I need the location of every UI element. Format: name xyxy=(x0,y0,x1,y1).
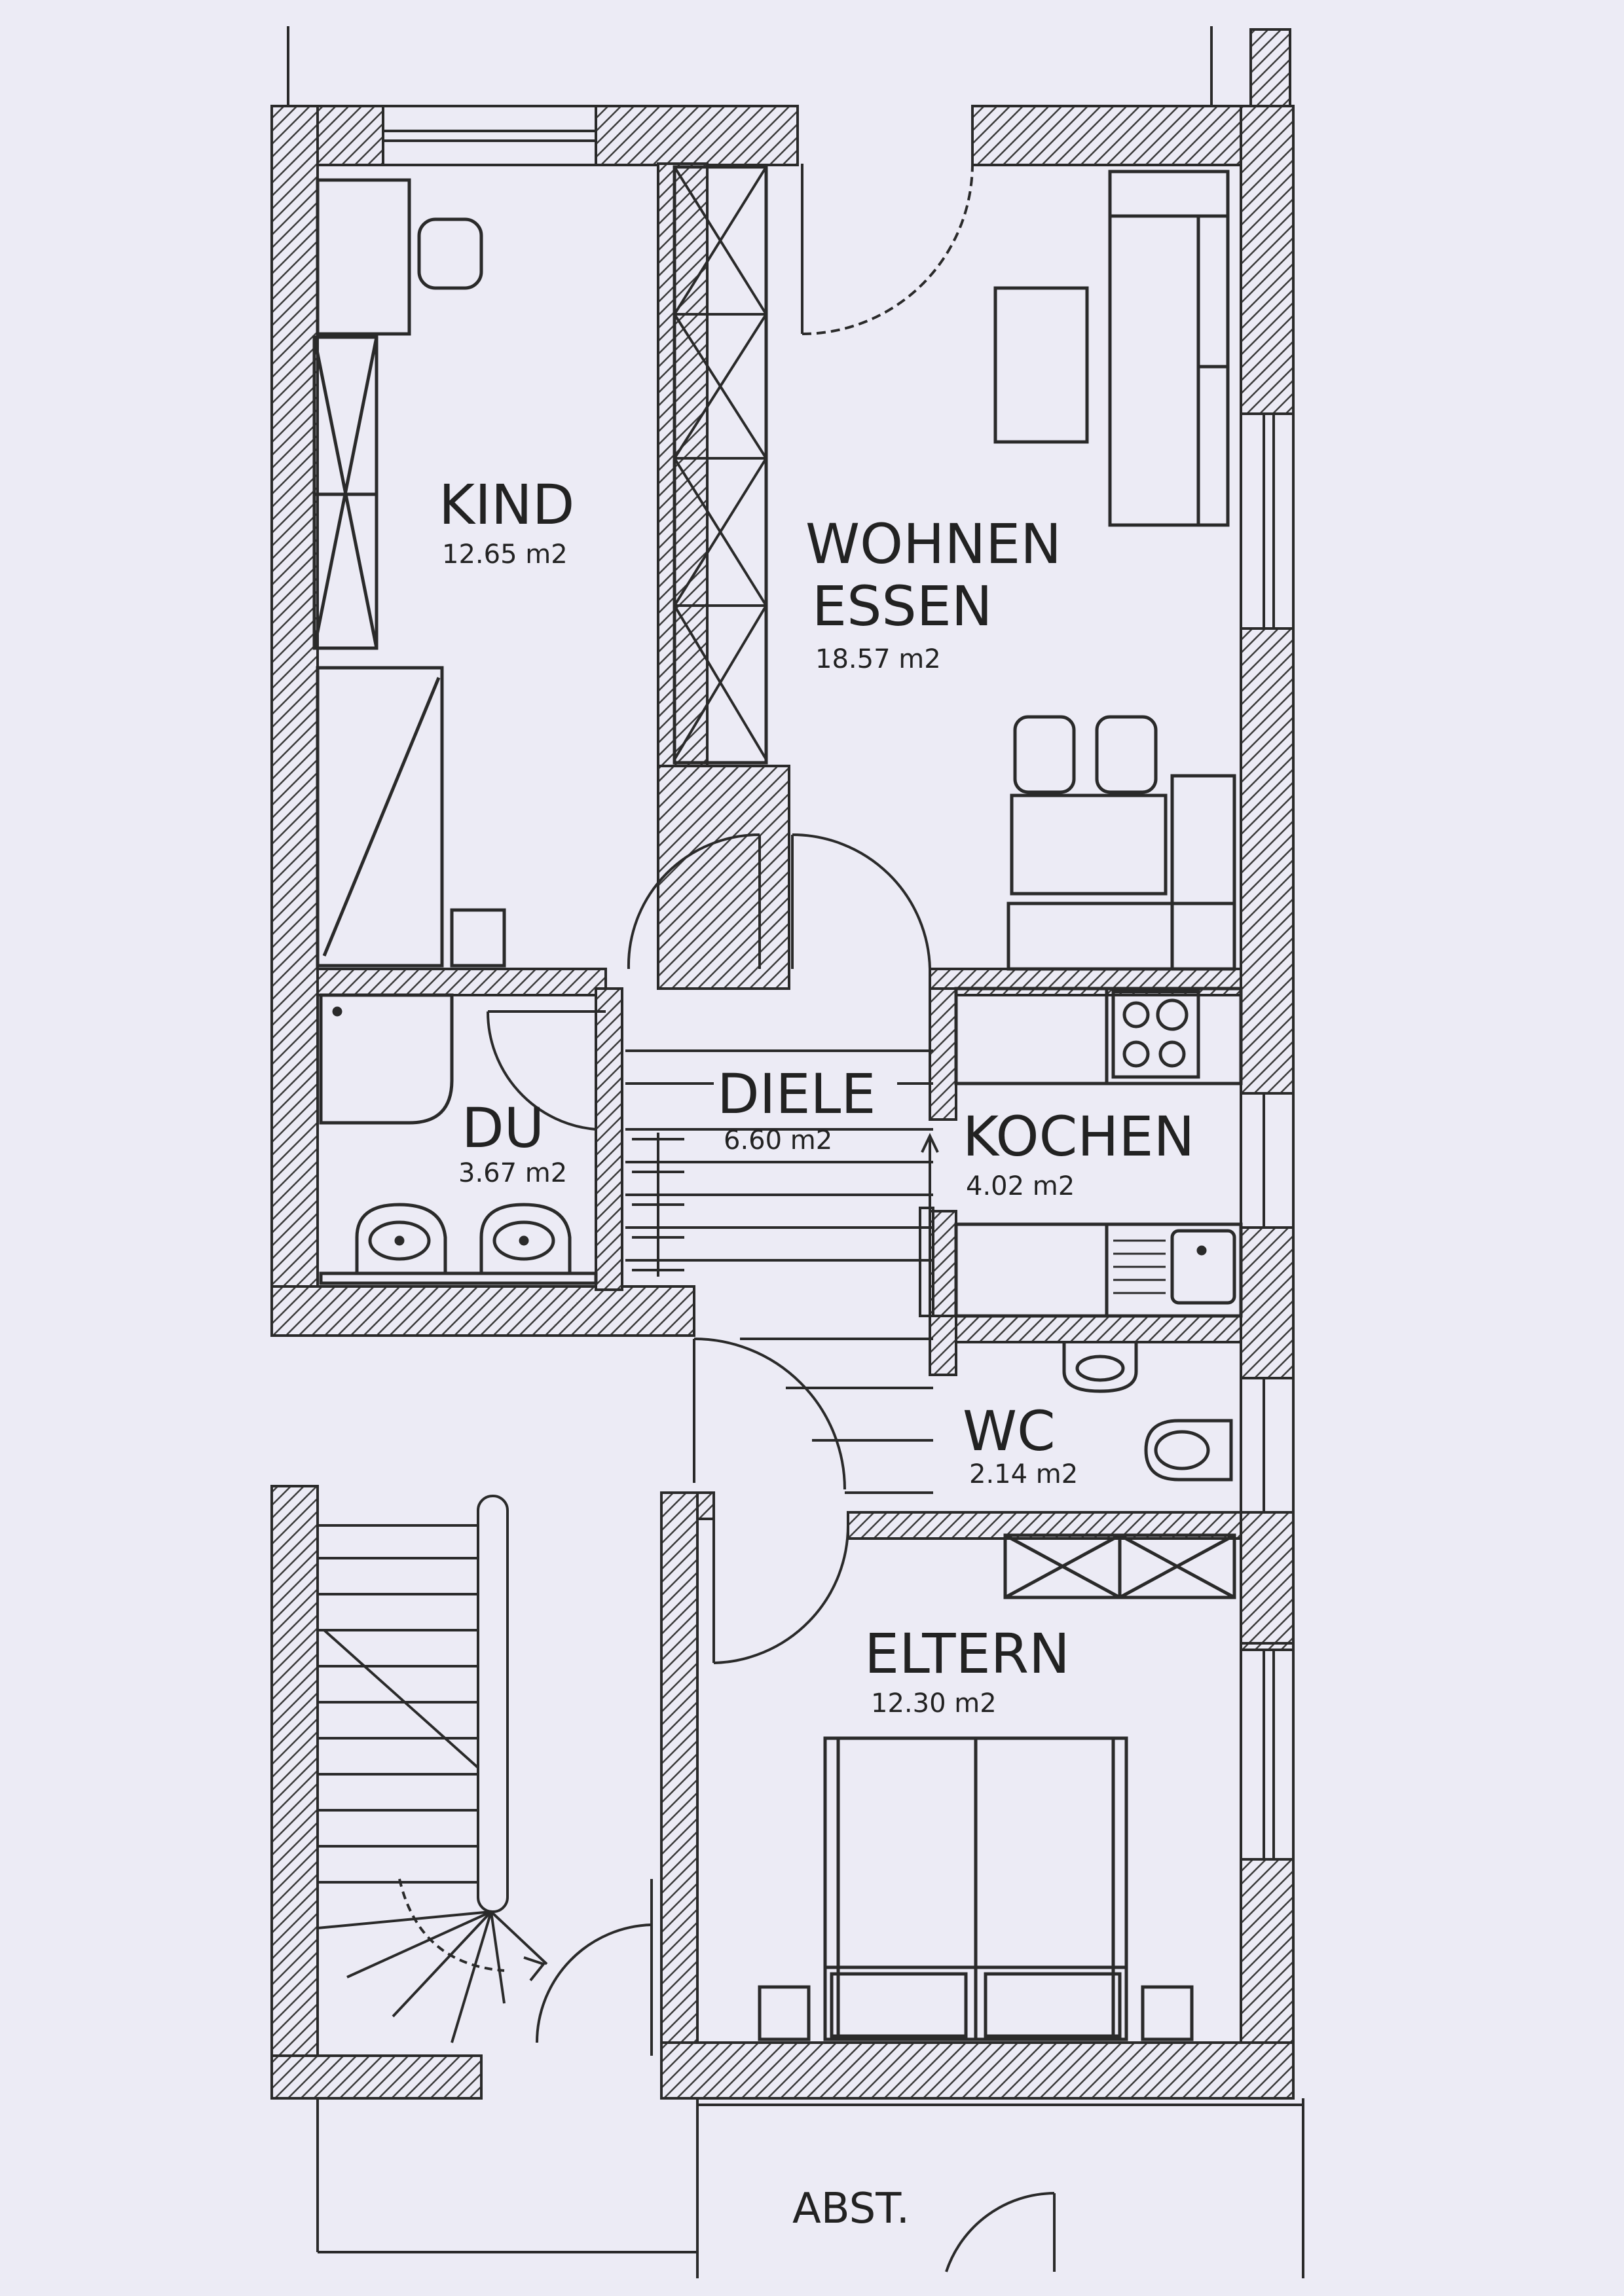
room-area-diele: 6.60 m2 xyxy=(724,1125,832,1156)
room-name-diele: DIELE xyxy=(717,1062,876,1126)
room-area-du: 3.67 m2 xyxy=(458,1158,567,1188)
room-area-kochen: 4.02 m2 xyxy=(966,1171,1075,1201)
room-name-abst: ABST. xyxy=(792,2185,910,2233)
room-name-eltern: ELTERN xyxy=(864,1622,1070,1686)
room-area-eltern: 12.30 m2 xyxy=(871,1688,997,1719)
room-name-wc: WC xyxy=(963,1399,1056,1463)
room-labels: KIND 12.65 m2 WOHNEN ESSEN 18.57 m2 DIEL… xyxy=(439,473,1194,2233)
room-area-kind: 12.65 m2 xyxy=(442,539,568,570)
windows xyxy=(287,26,1295,1861)
room-area-wohnen: 18.57 m2 xyxy=(815,644,941,674)
stairs xyxy=(316,1049,1304,2278)
room-name-kind: KIND xyxy=(439,473,574,537)
doors xyxy=(486,163,1056,2272)
room-name-du: DU xyxy=(462,1096,544,1160)
room-name-kochen: KOCHEN xyxy=(963,1104,1194,1169)
room-name-wohnen: WOHNEN xyxy=(805,512,1061,576)
room-name-essen: ESSEN xyxy=(812,574,993,638)
room-area-wc: 2.14 m2 xyxy=(969,1459,1078,1489)
furniture xyxy=(312,165,1243,2041)
